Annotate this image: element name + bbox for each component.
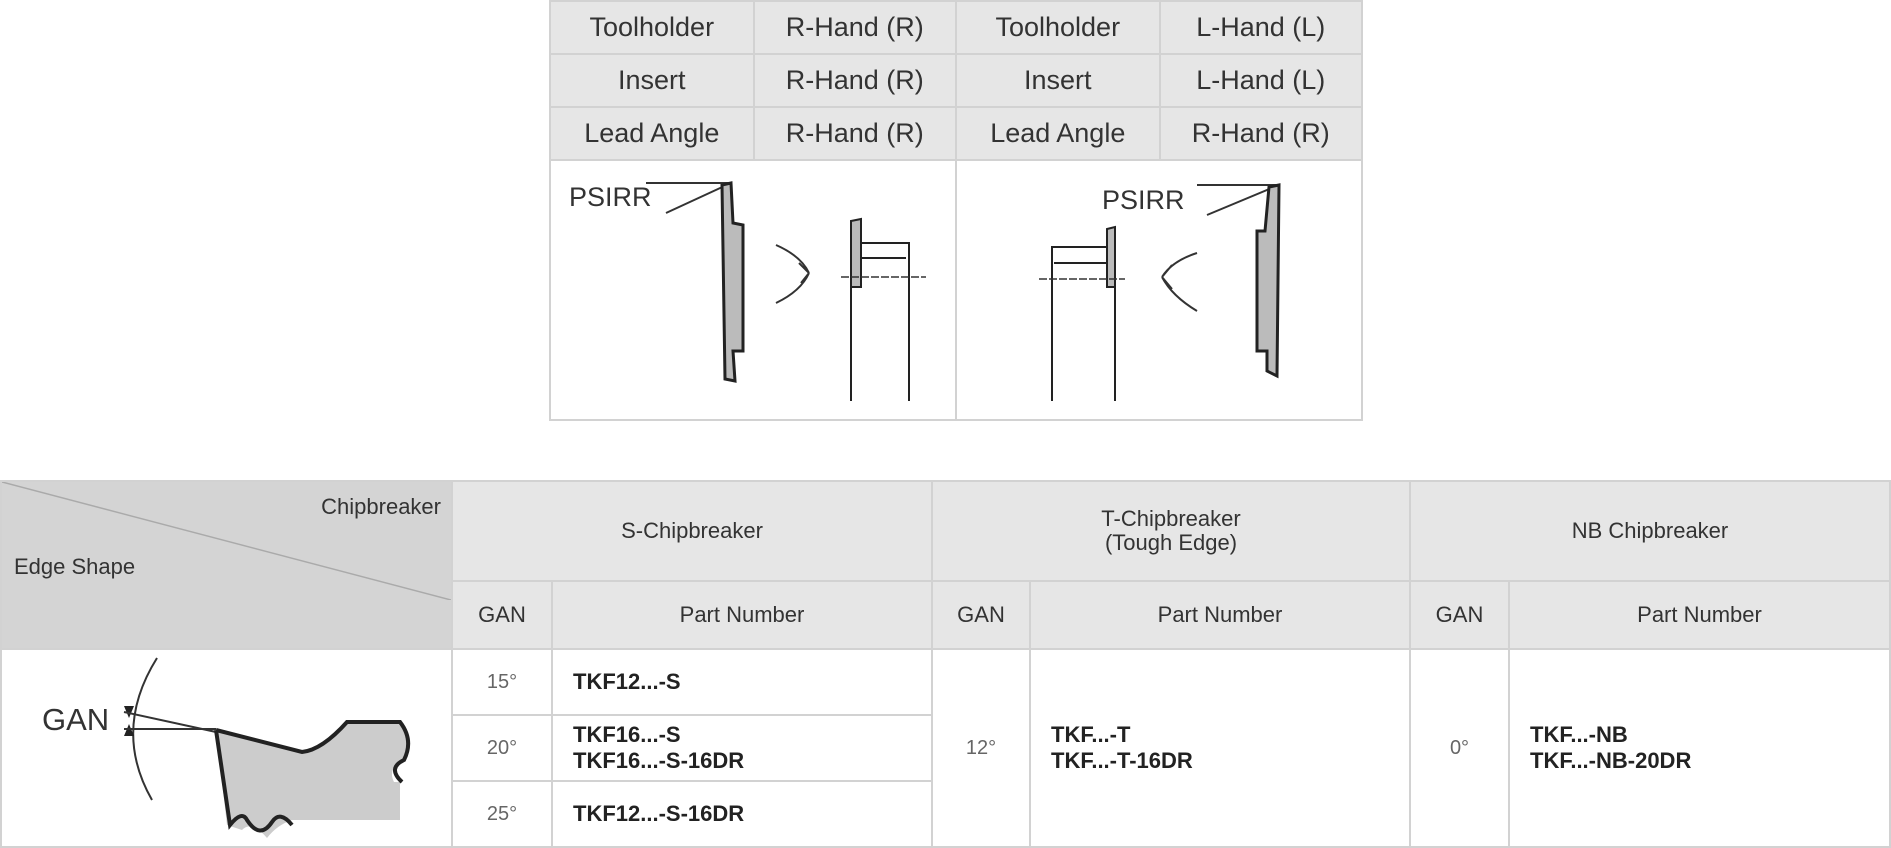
psirr-label: PSIRR (569, 182, 652, 212)
part: TKF12...-S-16DR (573, 801, 745, 826)
right-hand-diagram: PSIRR (549, 159, 957, 421)
edge-shape-diagram: GAN (0, 648, 453, 848)
gan-value: 0° (1409, 648, 1510, 848)
chipbreaker-table: Chipbreaker Edge Shape S-Chipbreaker T-C… (0, 480, 1891, 848)
t-subtitle: (Tough Edge) (1104, 529, 1238, 555)
nb-chipbreaker-header: NB Chipbreaker (1409, 480, 1891, 582)
cell: Lead Angle (549, 106, 755, 161)
t-title: T-Chipbreaker (1101, 505, 1241, 531)
part: TKF...-T-16DR (1051, 748, 1193, 773)
part-number: TKF12...-S (551, 648, 933, 716)
cell: R-Hand (R) (1158, 106, 1364, 161)
part: TKF16...-S-16DR (573, 748, 745, 773)
edge-shape-label: Edge Shape (14, 554, 136, 579)
gan-value: 15° (451, 648, 553, 716)
left-hand-diagram: PSIRR (955, 159, 1363, 421)
cell: L-Hand (L) (1158, 53, 1364, 108)
part-number-header: Part Number (1029, 579, 1411, 651)
cell: Lead Angle (955, 106, 1161, 161)
cell: Toolholder (549, 0, 755, 55)
chipbreaker-label: Chipbreaker (321, 494, 441, 519)
gan-value: 12° (931, 648, 1031, 848)
gan-label: GAN (42, 702, 109, 737)
cell: Insert (549, 53, 755, 108)
cell: Insert (955, 53, 1161, 108)
part-number-header: Part Number (551, 579, 933, 651)
part: TKF...-NB-20DR (1530, 748, 1692, 773)
part: TKF...-T (1051, 722, 1131, 747)
part-number: TKF12...-S-16DR (551, 780, 933, 848)
gan-header: GAN (451, 579, 553, 651)
part: TKF...-NB (1530, 722, 1628, 747)
s-chipbreaker-header: S-Chipbreaker (451, 480, 933, 582)
part: TKF16...-S (573, 722, 681, 747)
gan-value: 20° (451, 714, 553, 782)
cell: Toolholder (955, 0, 1161, 55)
cell: L-Hand (L) (1158, 0, 1364, 55)
t-chipbreaker-header: T-Chipbreaker(Tough Edge) (931, 480, 1411, 582)
gan-header: GAN (1409, 579, 1510, 651)
gan-header: GAN (931, 579, 1031, 651)
part: TKF12...-S (573, 669, 681, 694)
cell: R-Hand (R) (752, 53, 958, 108)
part-number-header: Part Number (1508, 579, 1891, 651)
cell: R-Hand (R) (752, 106, 958, 161)
gan-value: 25° (451, 780, 553, 848)
corner-header: Chipbreaker Edge Shape (0, 480, 453, 650)
psirr-label: PSIRR (1102, 185, 1185, 215)
cell: R-Hand (R) (752, 0, 958, 55)
